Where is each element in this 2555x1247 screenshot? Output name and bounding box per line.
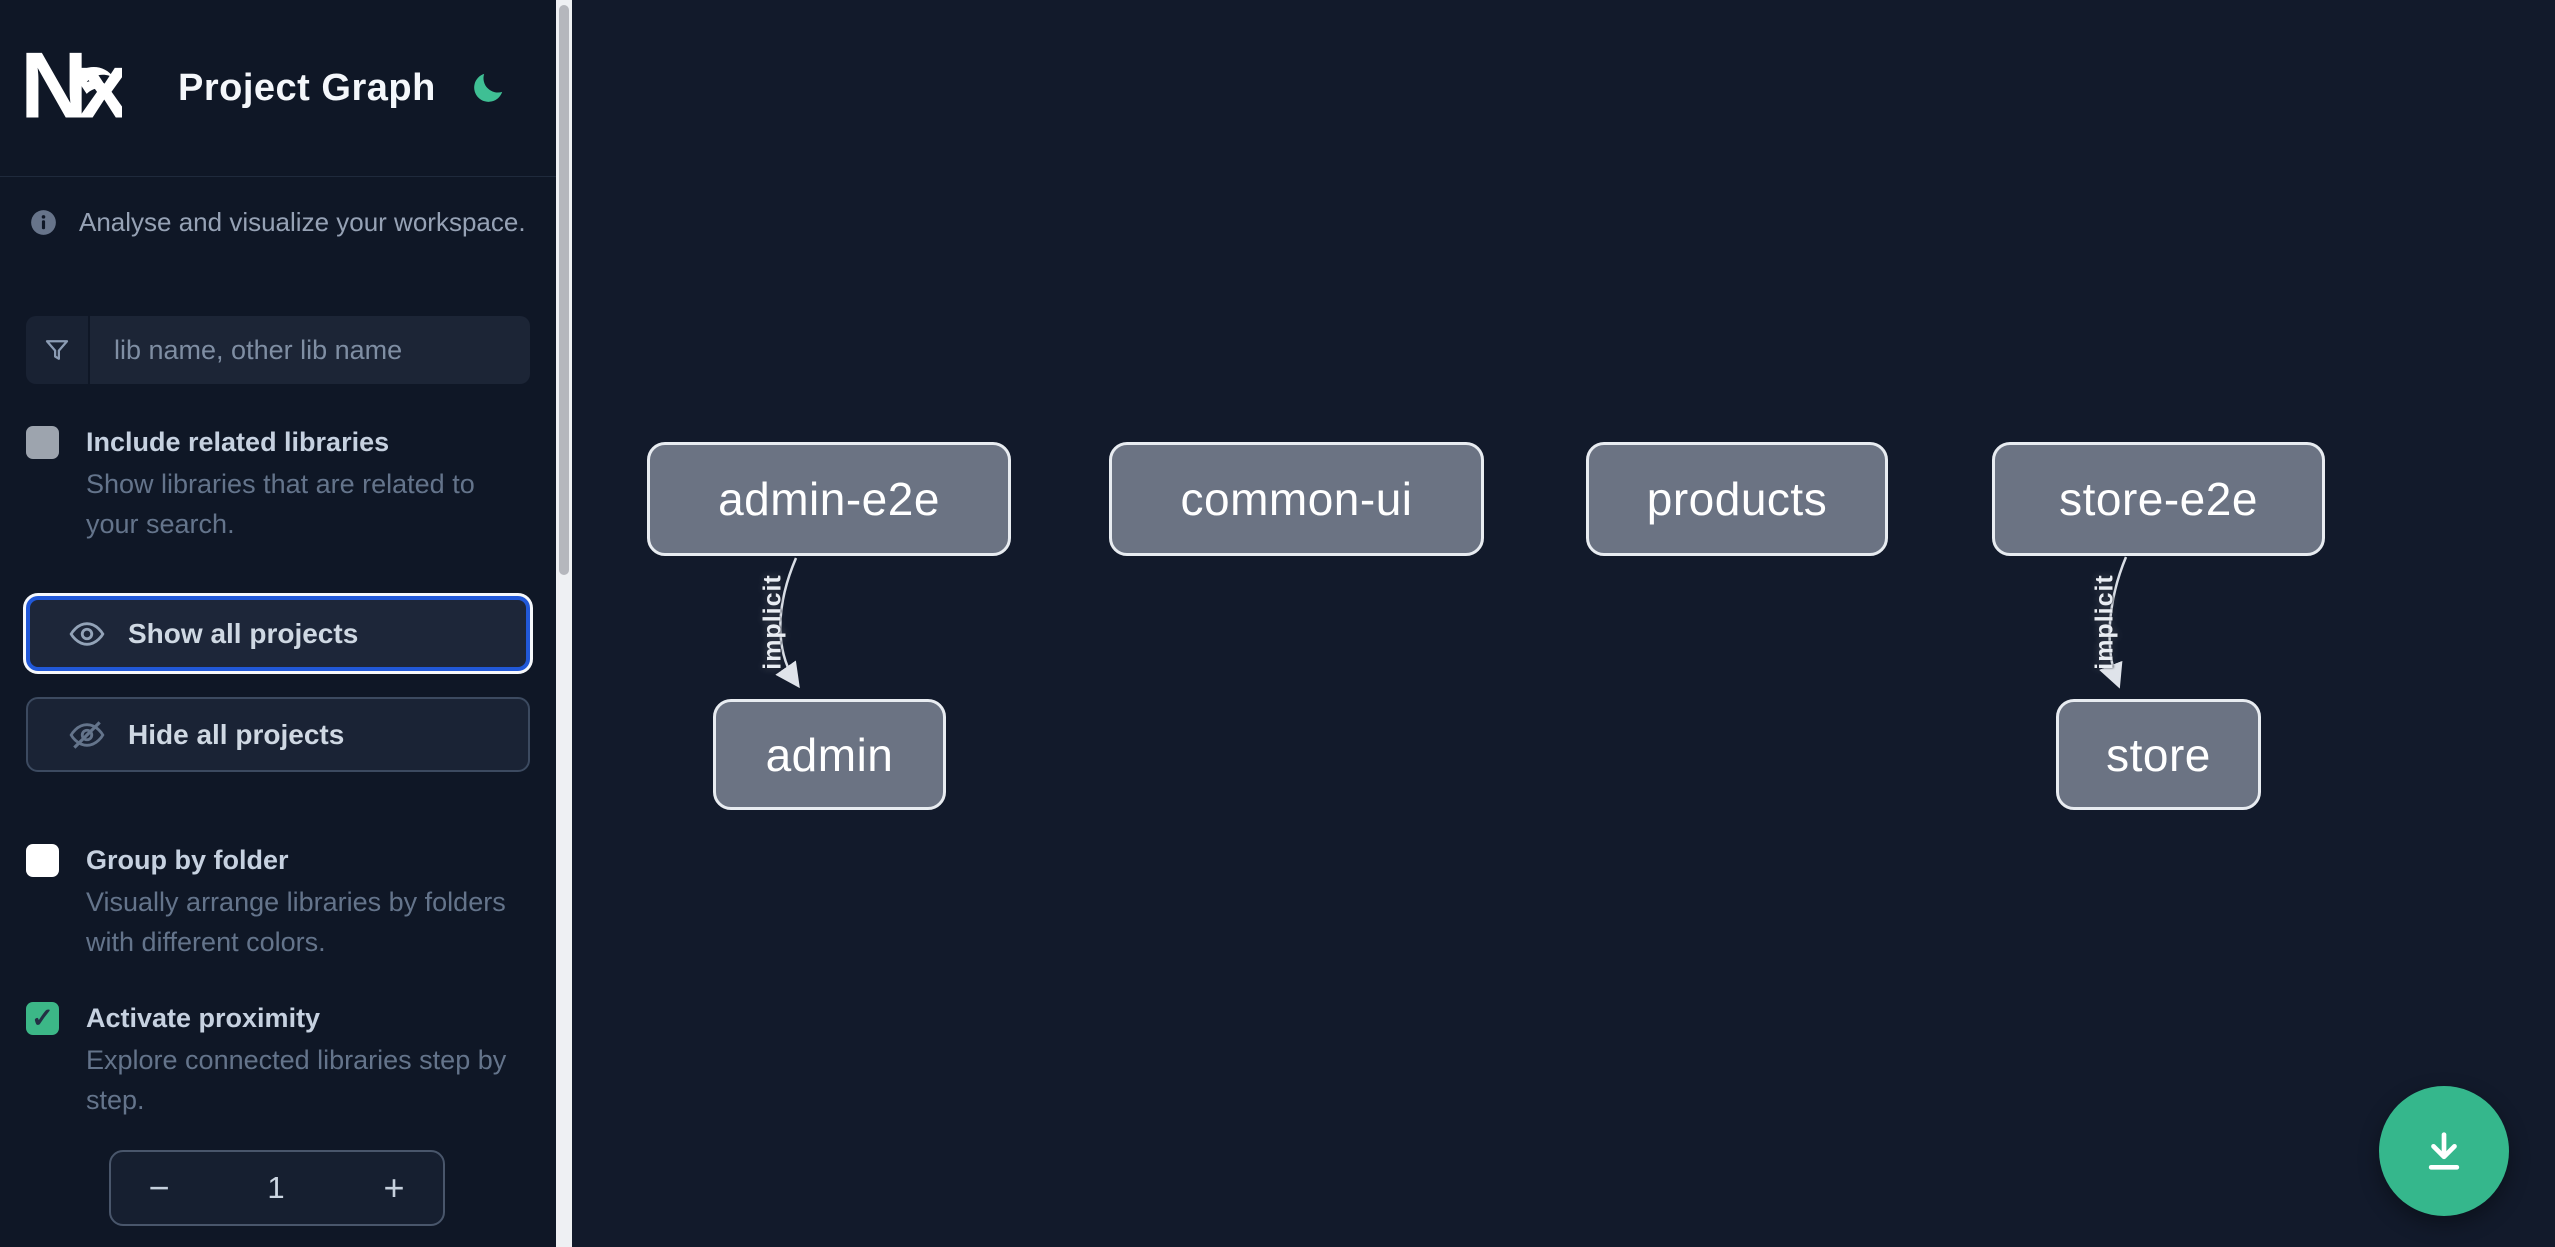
graph-node-common-ui[interactable]: common-ui [1109, 442, 1484, 556]
theme-toggle-button[interactable] [466, 66, 510, 110]
proximity-depth-value: 1 [267, 1170, 285, 1205]
funnel-icon [45, 340, 69, 360]
sidebar-scrollbar-track[interactable] [556, 0, 572, 1247]
workspace-tagline: Analyse and visualize your workspace. [30, 207, 530, 238]
sidebar: Nx Project Graph Analyse and visualize y… [0, 0, 556, 1247]
toggle-label: Group by folder [86, 845, 289, 875]
tagline-text: Analyse and visualize your workspace. [79, 207, 526, 237]
graph-node-products[interactable]: products [1586, 442, 1888, 556]
graph-canvas[interactable]: implicit implicit admin-e2e common-ui pr… [556, 0, 2555, 1247]
download-graph-button[interactable] [2379, 1086, 2509, 1216]
moon-icon [473, 73, 502, 102]
edge-label-implicit: implicit [758, 574, 787, 670]
toggle-label: Activate proximity [86, 1003, 321, 1033]
toggle-include-related[interactable]: Include related libraries Show libraries… [26, 424, 530, 544]
toggle-group-by-folder[interactable]: Group by folder Visually arrange librari… [26, 842, 530, 962]
hide-all-projects-button[interactable]: Hide all projects [26, 697, 530, 772]
group-by-folder-checkbox[interactable] [26, 844, 59, 877]
include-related-checkbox[interactable] [26, 426, 59, 459]
download-icon [2428, 1132, 2460, 1170]
sidebar-header: Nx Project Graph [0, 0, 556, 177]
proximity-stepper: − 1 + [109, 1150, 445, 1226]
dependency-edge-store [2099, 556, 2128, 689]
toggle-activate-proximity[interactable]: ✓ Activate proximity Explore connected l… [26, 1000, 530, 1120]
edge-label-implicit: implicit [2090, 574, 2119, 670]
eye-icon [69, 621, 105, 646]
graph-node-store[interactable]: store [2056, 699, 2261, 810]
search-input[interactable] [90, 316, 530, 384]
decrement-button[interactable]: − [111, 1152, 207, 1224]
graph-node-admin-e2e[interactable]: admin-e2e [647, 442, 1011, 556]
logo-swoosh [74, 66, 115, 94]
eye-off-icon [69, 720, 105, 749]
increment-button[interactable]: + [345, 1152, 443, 1224]
show-all-label: Show all projects [128, 617, 359, 649]
toggle-label: Include related libraries [86, 427, 390, 457]
filter-icon-wrap [26, 316, 90, 384]
project-filter [26, 316, 530, 384]
toggle-description: Visually arrange libraries by folders wi… [86, 887, 506, 957]
nx-logo-icon: Nx [24, 43, 122, 133]
dependency-edge-admin [775, 557, 800, 689]
sidebar-scrollbar-thumb[interactable] [559, 5, 569, 575]
show-all-projects-button[interactable]: Show all projects [26, 596, 530, 671]
app-title: Project Graph [178, 66, 436, 109]
graph-node-store-e2e[interactable]: store-e2e [1992, 442, 2325, 556]
hide-all-label: Hide all projects [128, 718, 345, 750]
toggle-description: Explore connected libraries step by step… [86, 1045, 507, 1115]
activate-proximity-checkbox[interactable]: ✓ [26, 1002, 59, 1035]
info-icon [31, 210, 56, 235]
toggle-description: Show libraries that are related to your … [86, 469, 475, 539]
check-icon: ✓ [31, 1003, 54, 1033]
edges-layer [775, 556, 2128, 689]
graph-node-admin[interactable]: admin [713, 699, 946, 810]
